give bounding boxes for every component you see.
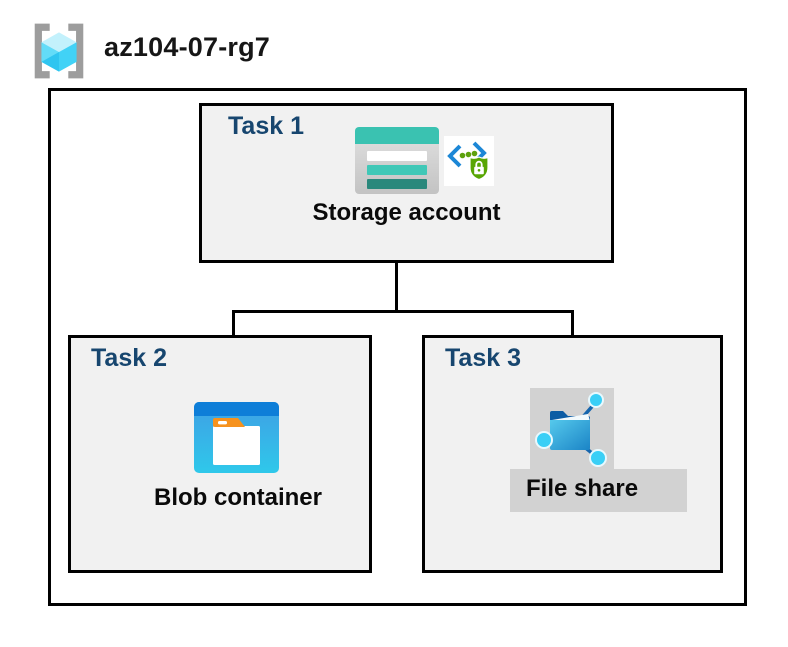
task1-label: Task 1 <box>228 112 304 140</box>
file-share-icon <box>535 392 607 467</box>
task3-label: Task 3 <box>445 344 521 372</box>
resource-group-icon <box>34 23 84 79</box>
storage-account-icon <box>355 127 439 194</box>
blob-container-label: Blob container <box>153 484 322 511</box>
file-share-label-highlight: File share <box>510 469 687 512</box>
blob-container-icon <box>194 402 279 473</box>
storage-account-label: Storage account <box>312 199 501 226</box>
resource-group-name: az104-07-rg7 <box>104 32 270 62</box>
task2-box: Task 2 <box>68 335 372 573</box>
sas-secure-code-icon <box>444 136 494 186</box>
connector-storage-down <box>395 232 398 312</box>
file-share-label: File share <box>526 475 639 502</box>
connector-horizontal-bus <box>232 310 574 313</box>
task2-label: Task 2 <box>91 344 167 372</box>
